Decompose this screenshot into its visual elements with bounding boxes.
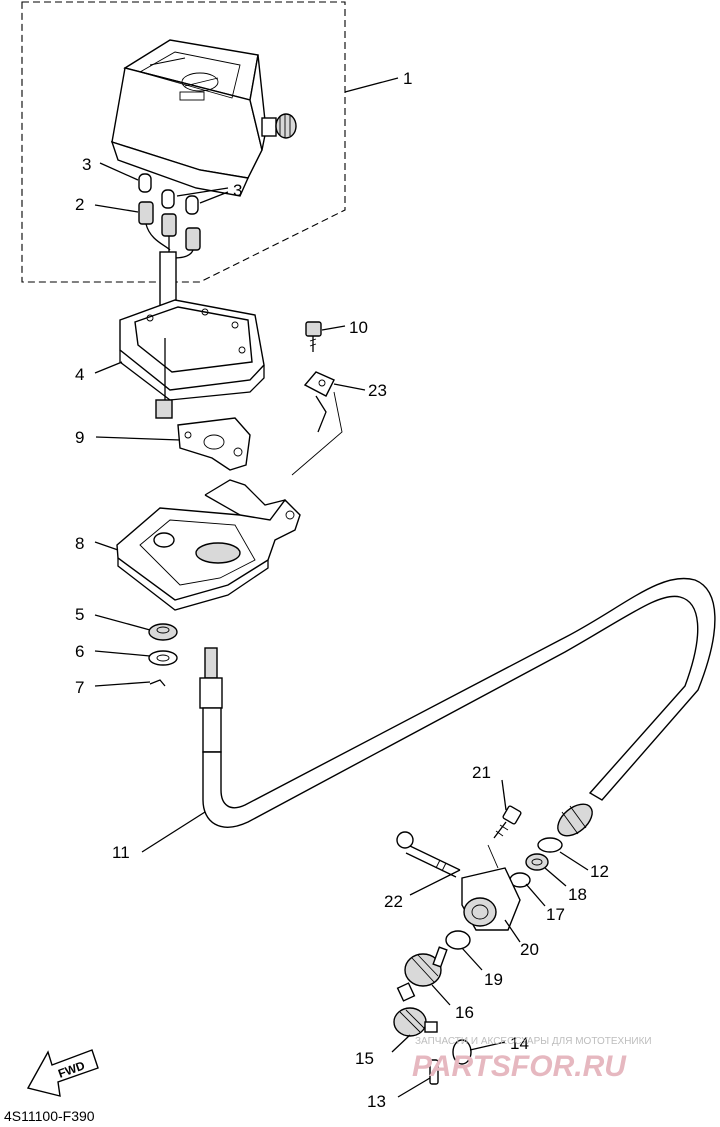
- bracket-23: [291, 371, 343, 476]
- diagram-code: 4S11100-F390: [4, 1108, 95, 1124]
- leader-lines: [94, 77, 589, 1098]
- bolt-10: [305, 321, 322, 352]
- callout-10: 10: [349, 318, 368, 337]
- callout-2: 2: [75, 195, 84, 214]
- callout-19: 19: [484, 970, 503, 989]
- seal-18: [525, 853, 549, 871]
- part-callouts: 1 3 3 2 10 4 23 9 8 5 6 7 21 11 12 18 22…: [75, 69, 609, 1111]
- callout-20: 20: [520, 940, 539, 959]
- watermark: ЗАПЧАСТИ И АКСЕССУАРЫ ДЛЯ МОТОТЕХНИКИ PA…: [412, 1036, 652, 1083]
- callout-7: 7: [75, 678, 84, 697]
- assembly-boundary: [21, 1, 346, 283]
- gear-housing-20: [461, 844, 521, 931]
- callout-22: 22: [384, 892, 403, 911]
- callout-12: 12: [590, 862, 609, 881]
- washer-6: [148, 650, 178, 666]
- meter-bracket: [116, 479, 301, 611]
- drive-gear-16: [396, 946, 448, 1002]
- o-ring-19: [445, 930, 471, 950]
- meter-assembly: [110, 39, 297, 197]
- callout-3b: 3: [233, 181, 242, 200]
- callout-21: 21: [472, 763, 491, 782]
- callout-11: 11: [112, 843, 130, 862]
- callout-8: 8: [75, 534, 84, 553]
- washer-14: [452, 1039, 472, 1065]
- speedometer-cable: [199, 577, 716, 837]
- callout-18: 18: [568, 885, 587, 904]
- driven-gear-15: [393, 1007, 438, 1037]
- meter-case: [119, 299, 265, 419]
- callout-5: 5: [75, 605, 84, 624]
- watermark-tagline: ЗАПЧАСТИ И АКСЕССУАРЫ ДЛЯ МОТОТЕХНИКИ: [415, 1036, 652, 1047]
- gasket: [177, 417, 251, 471]
- callout-23: 23: [368, 381, 387, 400]
- callout-3a: 3: [82, 155, 91, 174]
- grommet-5: [148, 623, 178, 641]
- meter-bulbs: [138, 173, 199, 215]
- o-ring-12: [537, 837, 563, 853]
- callout-6: 6: [75, 642, 84, 661]
- fwd-arrow-icon: FWD: [26, 1049, 99, 1097]
- screw-21: [493, 805, 522, 839]
- callout-4: 4: [75, 365, 84, 384]
- watermark-logo: PARTSFOR.RU: [412, 1050, 627, 1083]
- callout-9: 9: [75, 428, 84, 447]
- callout-14: 14: [510, 1034, 529, 1053]
- bolt-22: [396, 831, 461, 878]
- clip-7: [149, 679, 166, 687]
- callout-13: 13: [367, 1092, 386, 1111]
- callout-17: 17: [546, 905, 565, 924]
- callout-15: 15: [355, 1049, 374, 1068]
- callout-16: 16: [455, 1003, 474, 1022]
- pin-13: [429, 1059, 439, 1085]
- callout-1: 1: [403, 69, 412, 88]
